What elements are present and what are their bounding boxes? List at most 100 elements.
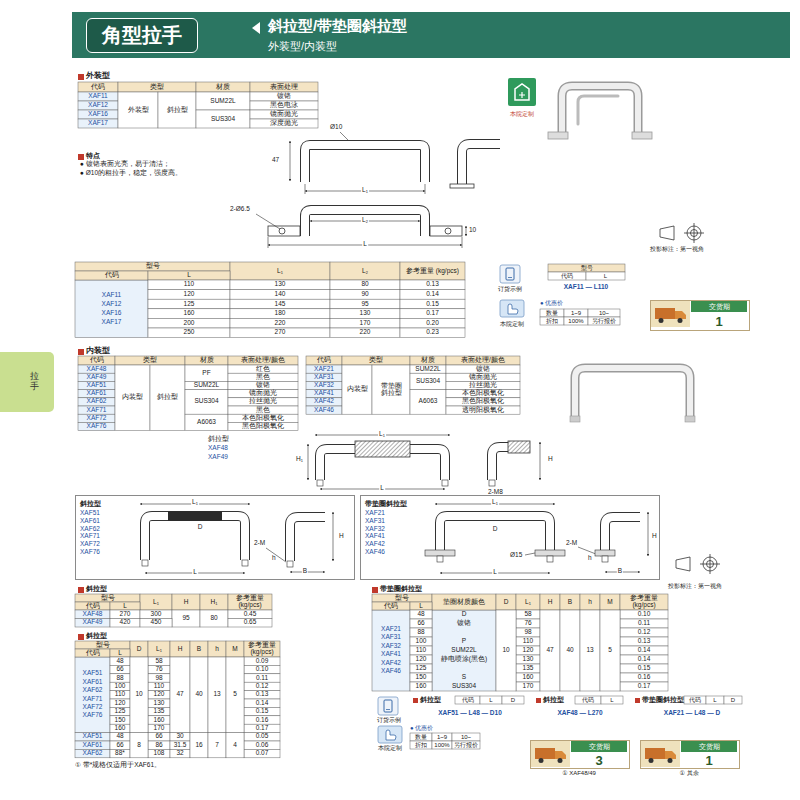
table-cell-border bbox=[110, 716, 130, 724]
table-cell-border bbox=[684, 696, 706, 704]
annotation-text: 特点 bbox=[86, 152, 100, 159]
path-shape bbox=[605, 517, 640, 550]
annotation-text: ① 其余 bbox=[679, 770, 698, 776]
table-cell-border bbox=[78, 398, 115, 406]
table-cell-border bbox=[78, 92, 118, 101]
table-cell-border bbox=[78, 82, 118, 92]
table-cell: 型号 bbox=[548, 264, 625, 272]
table-cell-border bbox=[148, 309, 230, 319]
node-body: 1 bbox=[691, 312, 747, 330]
table-cell: SUM22L bbox=[410, 365, 446, 373]
table-cell: 110 bbox=[148, 280, 230, 290]
table-cell-border bbox=[228, 594, 272, 610]
table-cell-border bbox=[78, 373, 115, 381]
circle-shape bbox=[445, 228, 451, 234]
table-cell-border bbox=[496, 594, 516, 610]
use-shape bbox=[378, 697, 398, 715]
node-body: 3 bbox=[571, 752, 627, 768]
rect-shape bbox=[602, 556, 608, 562]
line-shape bbox=[540, 442, 541, 480]
table-cell-border bbox=[410, 610, 432, 619]
rect-shape bbox=[548, 132, 568, 139]
table-cell: 拉丝抛光 bbox=[228, 398, 298, 406]
rect-shape bbox=[437, 556, 443, 562]
table-cell: 160 bbox=[516, 673, 540, 682]
path-shape bbox=[562, 86, 638, 134]
table-cell: 代码 bbox=[75, 271, 148, 280]
table-cell: 270 bbox=[110, 610, 140, 619]
table-cell: 代码 bbox=[75, 649, 110, 657]
table-cell-border bbox=[148, 271, 230, 280]
table-cell: 130 bbox=[230, 280, 330, 290]
table-cell-border bbox=[330, 309, 400, 319]
table-cell-border bbox=[372, 602, 410, 610]
table-cell-border bbox=[706, 696, 724, 704]
table-cell: 代码 bbox=[75, 602, 110, 610]
table-cell-border bbox=[208, 641, 226, 657]
table-cell: XAF71 bbox=[78, 406, 115, 414]
path-shape bbox=[440, 516, 550, 550]
table-cell: 材质 bbox=[185, 356, 228, 365]
table-cell: 红色 bbox=[228, 365, 298, 373]
table-cell-border bbox=[148, 749, 170, 757]
table-cell-border bbox=[400, 280, 465, 290]
table-cell: 本色阳极氧化 bbox=[446, 390, 520, 398]
table-cell-border bbox=[330, 262, 400, 280]
table-cell-border bbox=[410, 373, 446, 389]
table-cell: 型号 bbox=[75, 262, 230, 271]
table-cell: 型号 bbox=[75, 594, 140, 602]
table-cell: 47 bbox=[170, 657, 190, 733]
header-band: 斜拉型/带垫圈斜拉型外装型/内装型角型拉手 bbox=[72, 12, 790, 58]
table-cell: A6063 bbox=[185, 414, 228, 430]
table-cell: 0.17 bbox=[620, 682, 668, 691]
table-cell-border bbox=[410, 637, 432, 646]
annotation-text: 内装型 bbox=[86, 347, 110, 355]
path-shape bbox=[515, 84, 529, 100]
table-cell: 0.11 bbox=[620, 619, 668, 628]
node-heading: 交货期 bbox=[571, 741, 627, 752]
table-cell-border bbox=[244, 716, 280, 724]
table-cell-border bbox=[564, 309, 588, 317]
section-markers bbox=[78, 74, 640, 703]
table-cell-border bbox=[244, 641, 280, 657]
table-cell-border bbox=[410, 365, 446, 373]
table-cell: 8 bbox=[130, 733, 148, 758]
table-cell-border bbox=[620, 655, 668, 664]
table-cell-border bbox=[446, 373, 520, 381]
use-shape bbox=[500, 300, 524, 317]
table-cell-border bbox=[110, 610, 140, 619]
table-cell: 110 bbox=[516, 637, 540, 646]
annotation-text: ● 镀铬表面光亮，易于清洁； bbox=[80, 161, 170, 168]
table-cell: D bbox=[130, 641, 148, 657]
table-cell-border bbox=[564, 317, 588, 325]
path-shape bbox=[575, 368, 690, 418]
table-cell-border bbox=[410, 733, 432, 741]
annotation-text: 订货示例 bbox=[377, 717, 401, 723]
table-cell-border bbox=[588, 317, 620, 325]
table-cell: 外装型 bbox=[118, 92, 158, 128]
table-cell-border bbox=[115, 356, 185, 365]
table-cell: L bbox=[410, 602, 432, 610]
table-cell: 40 bbox=[560, 610, 580, 691]
path-shape bbox=[562, 86, 638, 134]
annotation-text: L bbox=[379, 485, 385, 492]
table-cell: 0.13 bbox=[400, 280, 465, 290]
line-shape bbox=[462, 237, 463, 248]
delivery-badge: 交货期3 bbox=[530, 740, 630, 769]
annotation-text: ● 优惠价 bbox=[540, 300, 563, 306]
table-cell: 135 bbox=[516, 664, 540, 673]
table-cell: XAF21 bbox=[306, 365, 342, 373]
table-cell-border bbox=[196, 110, 250, 128]
table-cell-border bbox=[230, 318, 330, 328]
table-cell: 125 bbox=[110, 707, 130, 715]
table-cell: 130 bbox=[330, 309, 400, 319]
table-cell: 47 bbox=[540, 610, 560, 691]
table-cell-border bbox=[226, 733, 244, 758]
node-heading: 角型拉手 bbox=[102, 22, 182, 49]
table-cell-border bbox=[75, 602, 110, 610]
table-cell-border bbox=[140, 619, 172, 628]
annotation-text: h bbox=[272, 555, 276, 562]
table-cell-border bbox=[148, 674, 170, 682]
table-cell: 180 bbox=[230, 309, 330, 319]
